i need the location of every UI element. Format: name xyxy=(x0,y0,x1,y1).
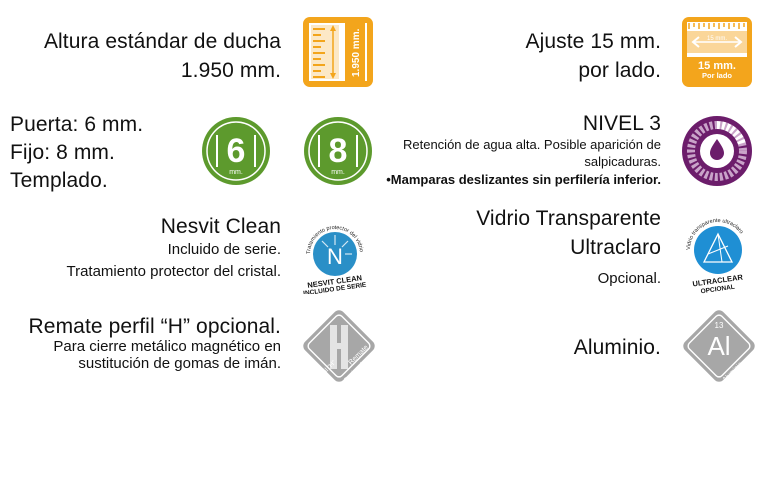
remate-line1: Para cierre metálico magnético en xyxy=(53,338,281,355)
glass-8mm-number: 8 xyxy=(329,132,348,170)
aluminium-icon: 13 Al Aluminio xyxy=(683,310,755,383)
ruler-height-label: 1.950 mm. xyxy=(351,28,362,77)
ajuste-line2: por lado. xyxy=(578,59,661,82)
nesvit-letter: N xyxy=(327,244,343,269)
glass-6mm-unit: mm. xyxy=(229,169,243,176)
glass-8mm-icon: 8 mm. xyxy=(304,117,372,185)
puerta-line3: Templado. xyxy=(10,169,108,192)
puerta-line2: Fijo: 8 mm. xyxy=(10,141,115,164)
adjust-bottom-label: Por lado xyxy=(702,71,732,80)
vidrio-line3: Opcional. xyxy=(597,270,661,287)
nesvit-line1: Incluido de serie. xyxy=(167,241,281,258)
glass-8mm-unit: mm. xyxy=(331,169,345,176)
nivel-line2: salpicaduras. xyxy=(584,154,661,169)
altura-line2: 1.950 mm. xyxy=(180,59,281,82)
aluminio-label: Aluminio. xyxy=(573,336,661,359)
adjust-top-label: 15 mm. xyxy=(707,36,727,42)
nivel-line3: •Mamparas deslizantes sin perfilería inf… xyxy=(386,172,661,187)
glass-6mm-icon: 6 mm. xyxy=(202,117,270,185)
nivel-title: NIVEL 3 xyxy=(582,112,661,135)
aluminium-number: 13 xyxy=(715,321,724,330)
nesvit-line2: Tratamiento protector del cristal. xyxy=(66,263,281,280)
adjust-width-icon: 15 mm. 15 mm. Por lado xyxy=(682,17,752,87)
remate-line2: sustitución de gomas de imán. xyxy=(78,355,281,372)
vidrio-line1: Vidrio Transparente xyxy=(476,207,661,230)
nesvit-title: Nesvit Clean xyxy=(160,215,281,238)
puerta-line1: Puerta: 6 mm. xyxy=(10,113,144,136)
glass-6mm-number: 6 xyxy=(227,132,246,170)
h-profile-icon: Perfil “H” Remate Opcional xyxy=(303,310,375,384)
ultraclear-glass-icon: Vidrio transparente ultraclaro ULTRACLEA… xyxy=(686,218,744,294)
vidrio-line2: Ultraclaro xyxy=(570,236,661,259)
ruler-height-icon: 1.950 mm. xyxy=(303,17,373,87)
water-level-icon xyxy=(682,116,752,186)
adjust-mid-label: 15 mm. xyxy=(698,60,736,72)
nesvit-clean-icon: Tratamiento protector del vidrio N NESVI… xyxy=(303,225,368,294)
remate-title: Remate perfil “H” opcional. xyxy=(28,315,281,338)
aluminium-symbol: Al xyxy=(707,331,730,361)
nivel-line1: Retención de agua alta. Posible aparició… xyxy=(402,137,661,152)
ultraclear-bottom2: OPCIONAL xyxy=(700,284,735,294)
altura-line1: Altura estándar de ducha xyxy=(43,30,281,53)
ajuste-line1: Ajuste 15 mm. xyxy=(525,30,661,53)
